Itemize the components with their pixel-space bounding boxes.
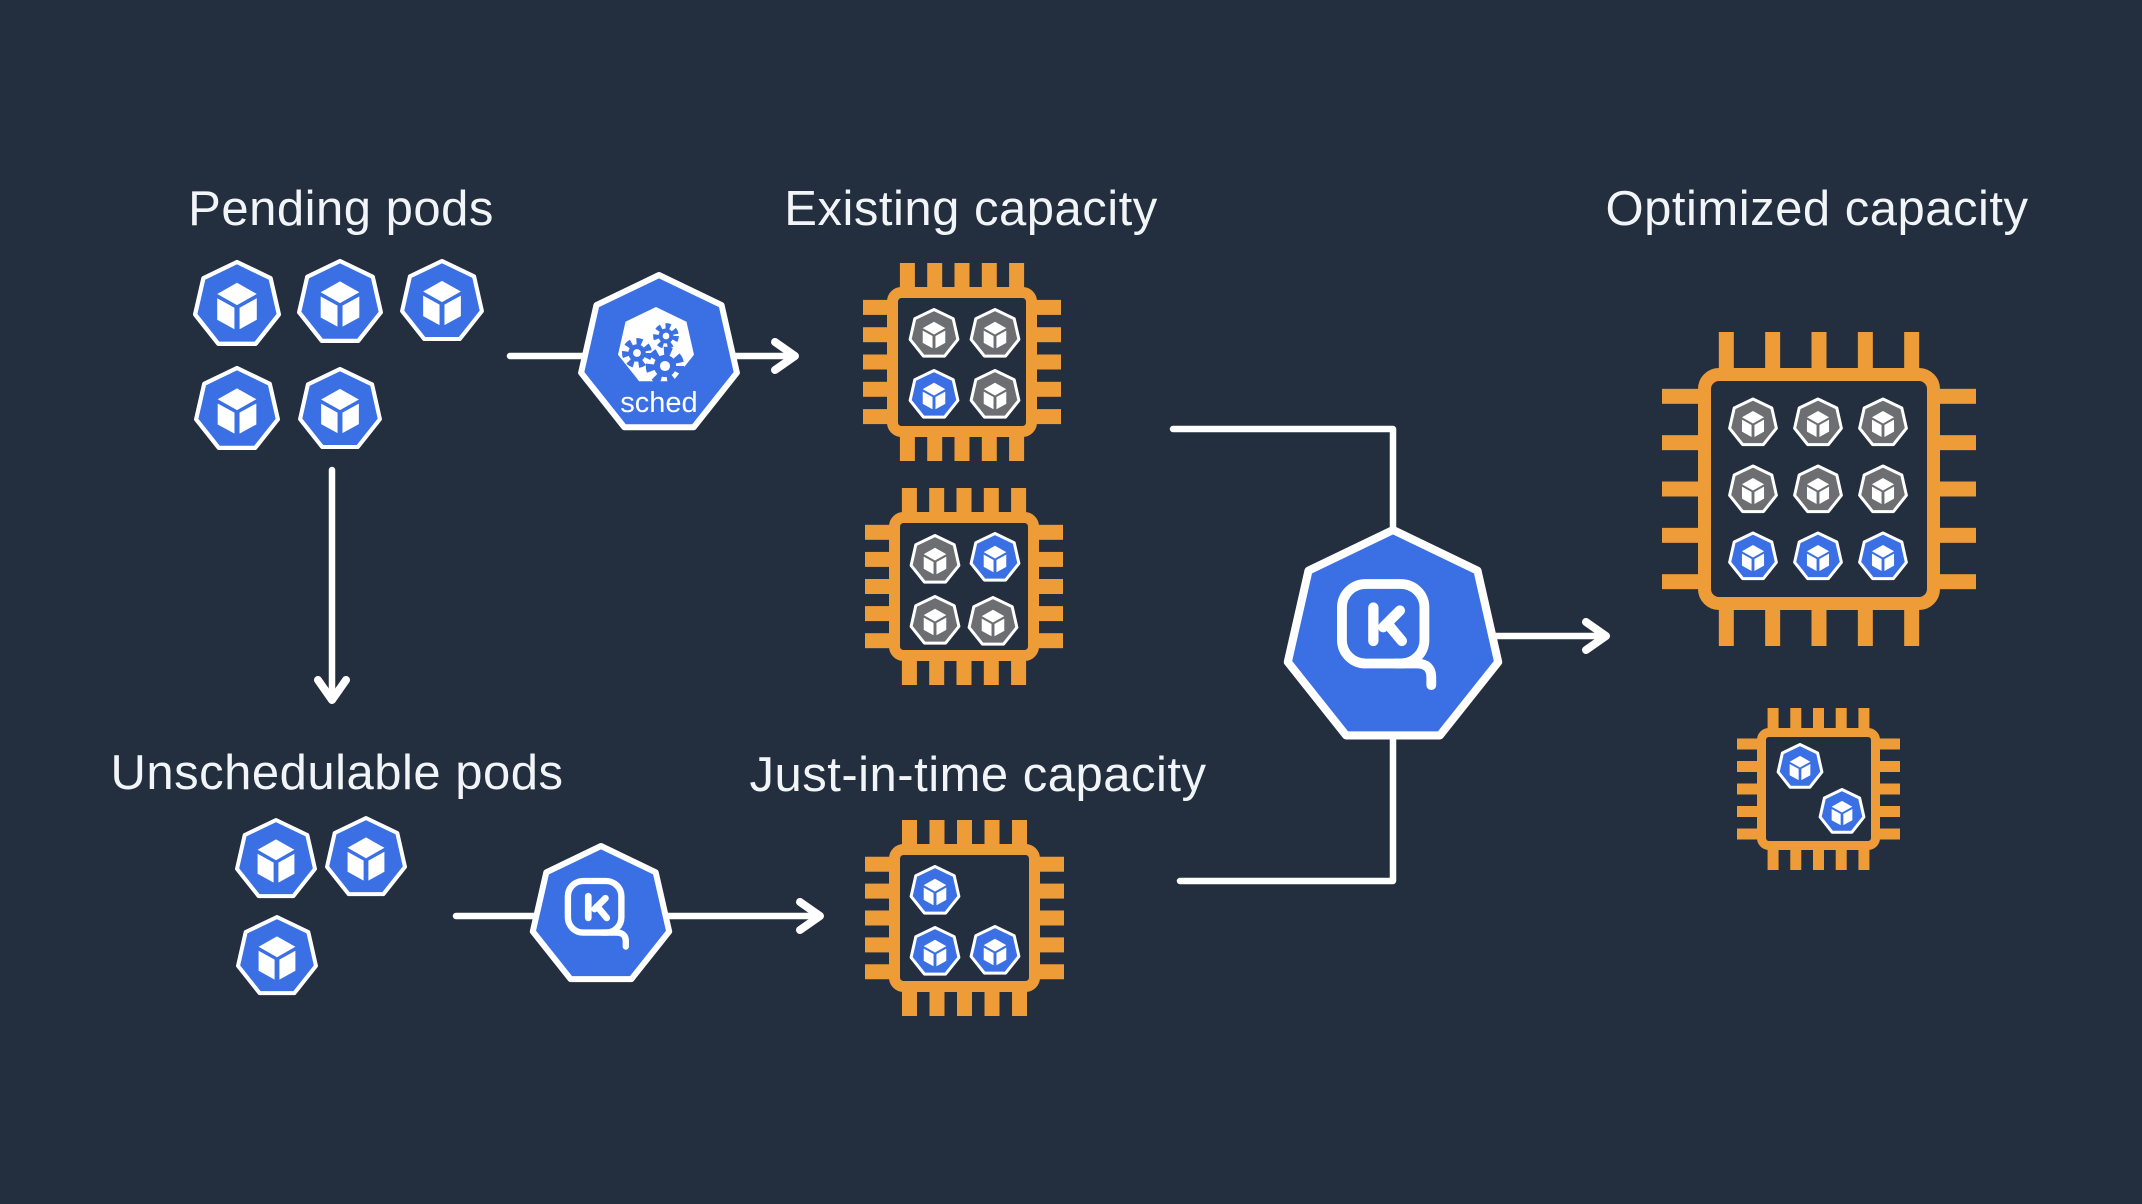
- pod-gray: [909, 534, 961, 584]
- optimized-capacity-chip-small: [1737, 708, 1900, 870]
- karpenter-icon-small: [529, 843, 673, 983]
- existing-capacity-title: Existing capacity: [784, 182, 1158, 236]
- pod-gray: [908, 308, 960, 358]
- optimized-capacity-title: Optimized capacity: [1605, 182, 2029, 236]
- pod-gray: [1728, 397, 1778, 447]
- pod-blue: [235, 818, 317, 899]
- arrow-pending-to-unschedulable: [314, 466, 350, 704]
- cube-icon: [1806, 411, 1830, 437]
- line-existing-to-karpenter: [1169, 425, 1397, 564]
- pod-blue: [194, 365, 280, 450]
- cube-icon: [981, 609, 1005, 637]
- cube-icon: [923, 608, 947, 636]
- unschedulable-pods-title: Unschedulable pods: [110, 746, 564, 800]
- pod-blue: [1793, 531, 1843, 581]
- chip-body: [1757, 728, 1880, 850]
- cube-icon: [1871, 478, 1895, 504]
- karpenter-logo: [1337, 579, 1437, 691]
- line-jit-to-karpenter: [1176, 736, 1397, 885]
- cube-icon: [983, 545, 1007, 573]
- pod-blue: [192, 259, 282, 346]
- pod-blue: [909, 926, 961, 976]
- cube-icon: [923, 878, 947, 906]
- kube-scheduler-icon: sched: [578, 272, 740, 431]
- arrowhead-icon: [771, 338, 799, 374]
- pod-gray: [967, 596, 1019, 646]
- jit-capacity-title: Just-in-time capacity: [749, 748, 1207, 802]
- arrowhead-icon: [796, 898, 824, 934]
- pod-blue: [1776, 743, 1824, 789]
- pod-gray: [1858, 464, 1908, 514]
- scheduler-label: sched: [620, 387, 697, 419]
- cube-icon: [321, 388, 359, 434]
- pending-pods-title: Pending pods: [188, 182, 494, 236]
- cube-icon: [1871, 411, 1895, 437]
- gear-icon: [645, 346, 685, 386]
- pod-blue: [297, 258, 383, 343]
- chip-body: [889, 844, 1040, 992]
- cube-icon: [983, 938, 1007, 966]
- gear-icon: [622, 338, 652, 368]
- arrowhead-icon: [1582, 618, 1610, 654]
- existing-capacity-chip-2: [865, 488, 1063, 685]
- pod-blue: [909, 865, 961, 915]
- cube-icon: [347, 837, 385, 881]
- cube-icon: [922, 382, 946, 410]
- cube-icon: [1741, 545, 1765, 571]
- cube-icon: [1871, 545, 1895, 571]
- pod-blue: [236, 915, 318, 996]
- pod-blue: [1818, 788, 1866, 834]
- cube-icon: [923, 939, 947, 967]
- optimized-capacity-chip-large: [1662, 332, 1976, 646]
- pod-blue: [969, 925, 1021, 975]
- cube-icon: [983, 321, 1007, 349]
- cube-icon: [1806, 478, 1830, 504]
- pod-blue: [1728, 531, 1778, 581]
- gear-icon: [653, 323, 679, 349]
- pod-gray: [969, 308, 1021, 358]
- cube-icon: [1741, 478, 1765, 504]
- pod-gray: [1728, 464, 1778, 514]
- arrowhead-icon: [314, 676, 350, 704]
- cube-icon: [922, 321, 946, 349]
- pod-gray: [909, 595, 961, 645]
- pod-gray: [1793, 397, 1843, 447]
- cube-icon: [923, 547, 947, 575]
- pod-blue: [400, 258, 484, 342]
- cube-icon: [257, 839, 295, 883]
- unschedulable-pods-cluster: [235, 816, 407, 996]
- existing-capacity-chip-1: [863, 263, 1061, 461]
- pod-gray: [1793, 464, 1843, 514]
- cube-icon: [983, 382, 1007, 410]
- karpenter-icon-large: [1283, 525, 1503, 740]
- arrow-karpenter-to-optimized: [1486, 618, 1610, 654]
- pod-gray: [1858, 397, 1908, 447]
- pod-blue: [908, 369, 960, 419]
- pod-blue: [325, 816, 407, 897]
- pod-blue: [298, 366, 382, 450]
- karpenter-logo: [564, 877, 629, 950]
- pending-pods-cluster: [192, 258, 484, 450]
- pod-blue: [969, 532, 1021, 582]
- jit-capacity-chip: [865, 820, 1064, 1016]
- pod-gray: [969, 369, 1021, 419]
- cube-icon: [1741, 411, 1765, 437]
- pod-blue: [1858, 531, 1908, 581]
- cube-icon: [423, 280, 461, 326]
- cube-icon: [258, 936, 296, 980]
- cube-icon: [1806, 545, 1830, 571]
